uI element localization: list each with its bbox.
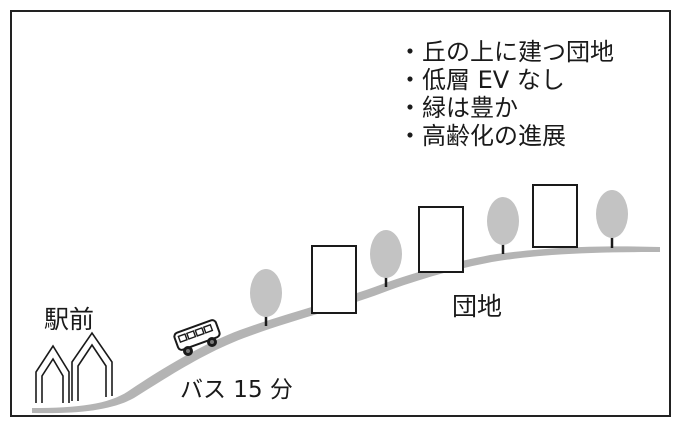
feature-list: 丘の上に建つ団地 低層 EV なし 緑は豊か 高齢化の進展 — [398, 38, 614, 150]
house-right — [71, 331, 113, 401]
bus-icon — [173, 319, 221, 356]
building-2 — [418, 206, 464, 273]
bus-time-label: バス 15 分 — [180, 377, 293, 403]
tree-3 — [487, 197, 519, 254]
feature-item: 緑は豊か — [398, 94, 614, 122]
house-left — [35, 344, 70, 403]
feature-item: 丘の上に建つ団地 — [398, 38, 614, 66]
tree-4 — [596, 190, 628, 248]
building-3 — [532, 184, 578, 248]
tree-1 — [250, 269, 282, 326]
tree-2 — [370, 230, 402, 287]
feature-item: 低層 EV なし — [398, 66, 614, 94]
station-label: 駅前 — [44, 305, 95, 334]
station-houses — [35, 331, 113, 403]
building-1 — [311, 245, 357, 314]
housing-complex-label: 団地 — [452, 292, 503, 321]
feature-item: 高齢化の進展 — [398, 122, 614, 150]
